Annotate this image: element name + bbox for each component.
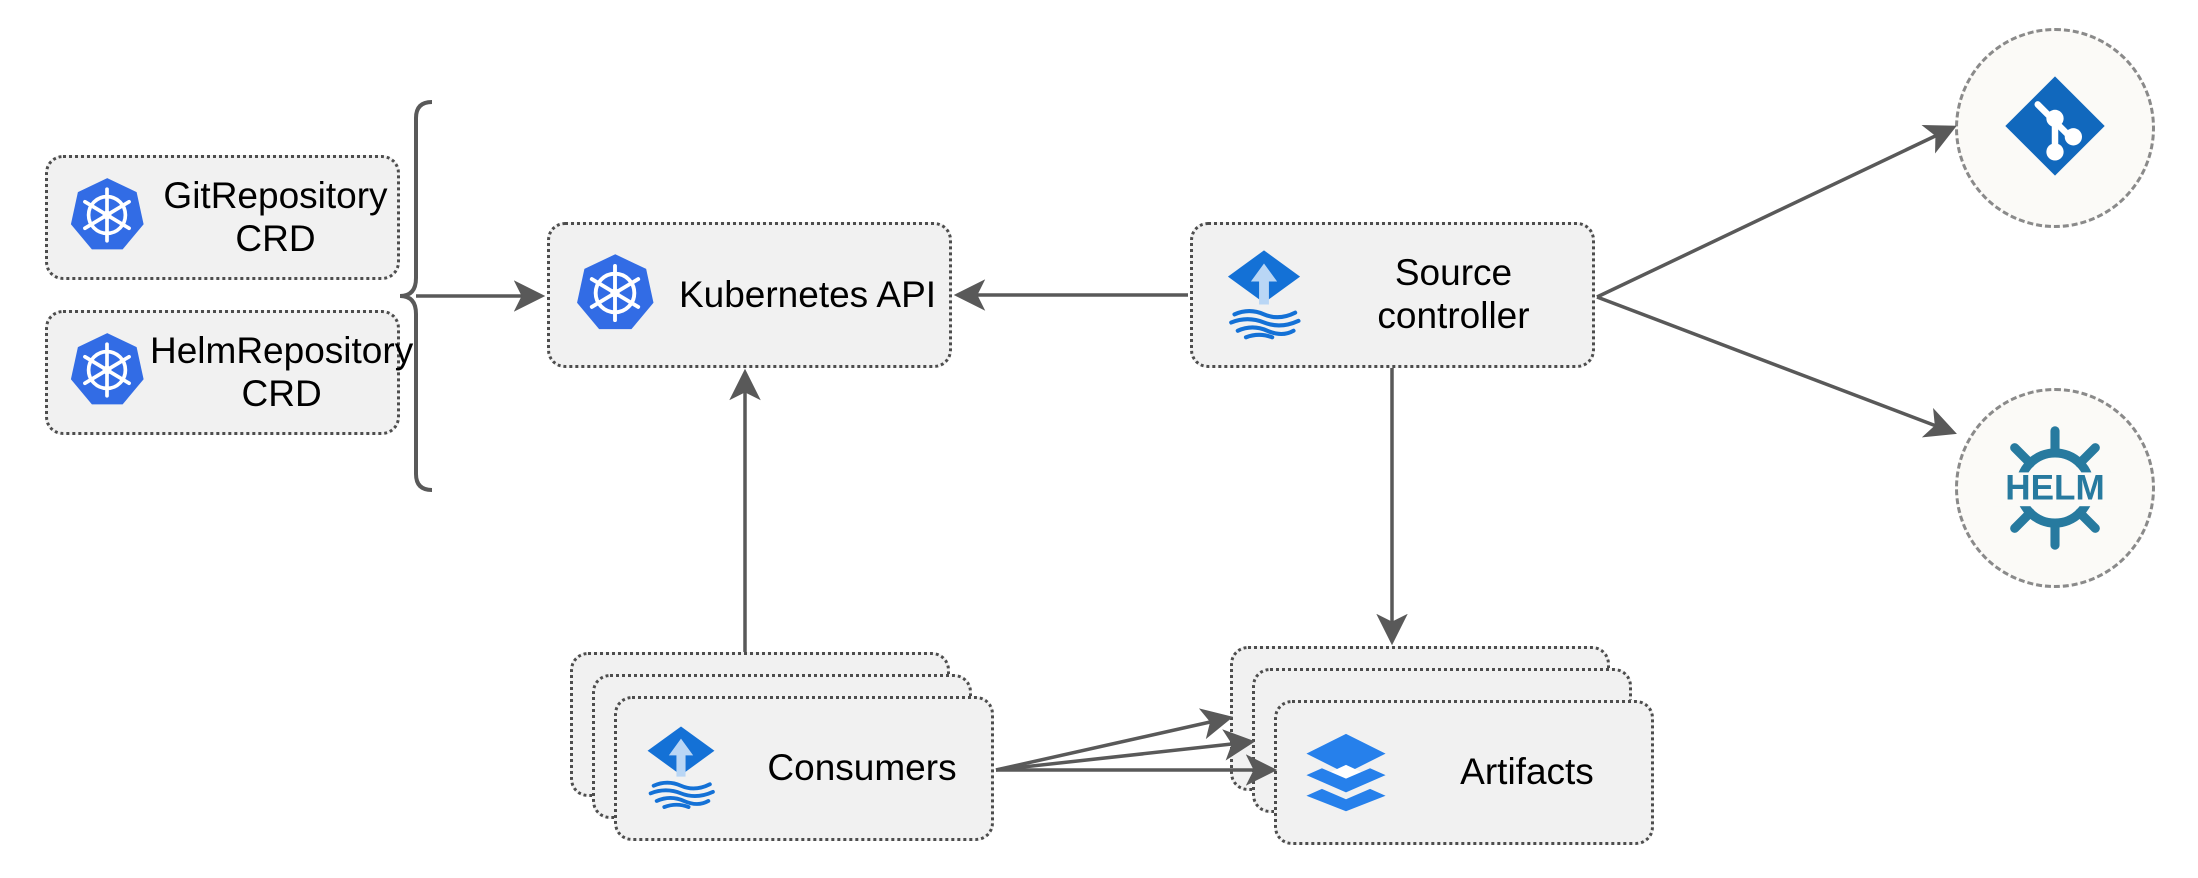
node-git-repository-crd[interactable]: GitRepository CRD: [45, 155, 400, 280]
node-label: Artifacts: [1460, 751, 1594, 793]
git-icon: [2001, 72, 2109, 185]
edge-source-controller-to-git: [1596, 125, 1957, 299]
node-helm-repository-crd[interactable]: HelmRepository CRD: [45, 310, 413, 435]
node-helm-repository-source[interactable]: HELM: [1955, 388, 2155, 588]
node-artifacts[interactable]: Artifacts: [1274, 700, 1654, 845]
helm-wordmark: HELM: [2005, 469, 2104, 508]
flux-source-icon: [643, 721, 719, 816]
node-label: Source controller: [1377, 252, 1530, 336]
kubernetes-icon: [70, 331, 144, 414]
edge-consumers-to-artifacts-back: [995, 708, 1234, 772]
helm-icon: HELM: [1990, 423, 2120, 553]
kubernetes-icon: [576, 252, 654, 339]
node-label: GitRepository CRD: [163, 174, 388, 259]
node-label: Consumers: [767, 747, 957, 789]
edge-consumers-to-artifacts-middle: [995, 729, 1256, 772]
layers-icon: [1303, 727, 1389, 818]
flux-source-icon: [1223, 245, 1305, 346]
node-git-repository-source[interactable]: [1955, 28, 2155, 228]
crd-group-brace: [399, 100, 433, 492]
node-source-controller[interactable]: Source controller: [1190, 222, 1595, 368]
kubernetes-icon: [70, 176, 144, 259]
node-label: Kubernetes API: [678, 273, 937, 315]
node-consumers[interactable]: Consumers: [614, 696, 994, 841]
edge-source-controller-to-helm: [1596, 295, 1957, 438]
node-kubernetes-api[interactable]: Kubernetes API: [547, 222, 952, 368]
node-label: HelmRepository CRD: [150, 329, 414, 414]
